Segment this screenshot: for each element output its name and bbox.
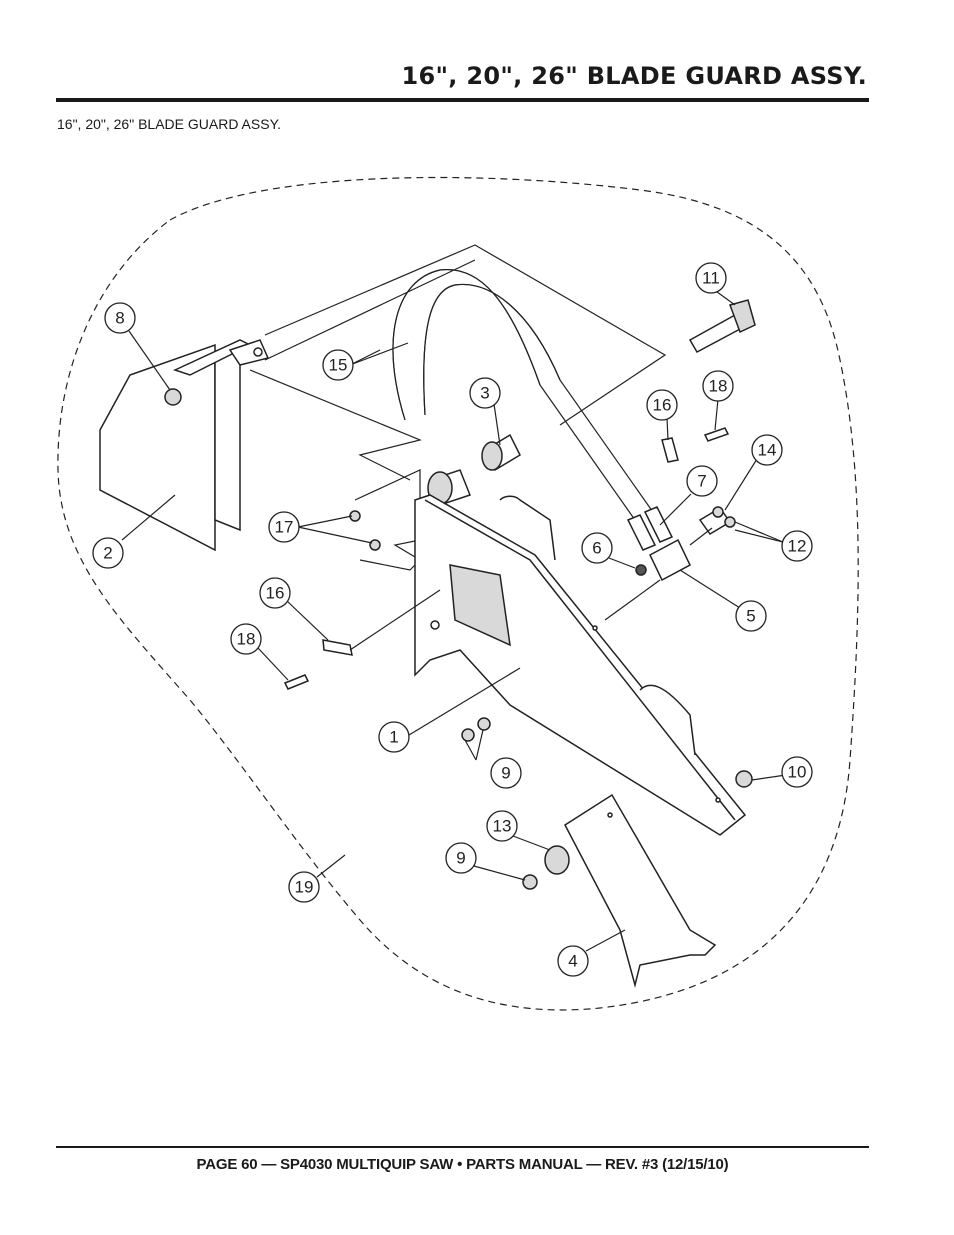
svg-text:9: 9 — [456, 849, 465, 868]
svg-text:19: 19 — [295, 878, 314, 897]
svg-text:8: 8 — [115, 309, 124, 328]
manifold-block-part — [649, 538, 691, 582]
svg-text:12: 12 — [788, 537, 807, 556]
callout-8: 8 — [104, 302, 136, 334]
nut-part-17b — [369, 539, 381, 551]
callout-6: 6 — [581, 532, 613, 564]
washer-part — [544, 845, 570, 875]
svg-text:2: 2 — [103, 544, 112, 563]
blade-guard-main-part — [414, 494, 747, 836]
header-rule — [56, 98, 869, 102]
callout-3: 3 — [469, 377, 501, 409]
callout-17: 17 — [268, 511, 300, 543]
side-plate-part — [99, 339, 252, 552]
handle-tube-part — [392, 268, 561, 421]
callout-5: 5 — [735, 600, 767, 632]
callout-16-lower: 16 — [259, 577, 291, 609]
footer-rule — [56, 1146, 869, 1148]
callout-12: 12 — [781, 530, 813, 562]
spacer-tube-part — [427, 433, 521, 506]
svg-text:9: 9 — [501, 764, 510, 783]
svg-text:1: 1 — [389, 728, 398, 747]
svg-text:7: 7 — [697, 472, 706, 491]
clamp-part-lower — [322, 639, 353, 656]
screw-part-lower — [283, 674, 310, 690]
page-title: 16", 20", 26" BLADE GUARD ASSY. — [401, 62, 867, 90]
svg-text:5: 5 — [746, 607, 755, 626]
svg-text:16: 16 — [653, 396, 672, 415]
svg-text:3: 3 — [480, 384, 489, 403]
svg-text:18: 18 — [709, 377, 728, 396]
page-header: 16", 20", 26" BLADE GUARD ASSY. — [56, 58, 869, 94]
svg-text:6: 6 — [592, 539, 601, 558]
callout-13: 13 — [486, 810, 518, 842]
clamp-part-upper — [661, 437, 679, 463]
coupler-part-b — [643, 506, 674, 543]
svg-text:15: 15 — [329, 356, 348, 375]
svg-text:13: 13 — [493, 817, 512, 836]
callout-19: 19 — [288, 871, 320, 903]
exploded-parts-diagram: 1 2 3 4 5 6 7 8 9 9 10 11 12 13 14 15 16… — [57, 176, 859, 1011]
callout-2: 2 — [92, 537, 124, 569]
svg-text:16: 16 — [266, 584, 285, 603]
callout-14: 14 — [751, 434, 783, 466]
svg-text:11: 11 — [702, 269, 720, 288]
nut-part — [164, 388, 182, 406]
svg-text:10: 10 — [788, 763, 807, 782]
callout-1: 1 — [378, 721, 410, 753]
callout-7: 7 — [686, 465, 718, 497]
svg-text:14: 14 — [758, 441, 777, 460]
diagram-subtitle: 16", 20", 26" BLADE GUARD ASSY. — [57, 116, 281, 132]
set-screw-part — [635, 564, 647, 576]
plug-part — [735, 770, 753, 788]
nut-part-lower — [522, 874, 538, 890]
callout-15: 15 — [322, 349, 354, 381]
svg-text:18: 18 — [237, 630, 256, 649]
page-footer: PAGE 60 — SP4030 MULTIQUIP SAW • PARTS M… — [196, 1156, 729, 1173]
callout-9-upper: 9 — [490, 757, 522, 789]
kit-boundary-outline — [57, 176, 859, 1011]
leader-lines — [121, 288, 787, 952]
screw-part-upper — [703, 427, 730, 442]
assembly-guide-lines — [264, 244, 667, 426]
callout-10: 10 — [781, 756, 813, 788]
bolt-part — [688, 299, 756, 354]
callout-9-lower: 9 — [445, 842, 477, 874]
svg-text:17: 17 — [275, 518, 294, 537]
blade-flap-part — [564, 793, 717, 988]
coupler-part-a — [626, 514, 657, 551]
callout-18-upper: 18 — [702, 370, 734, 402]
callout-18-lower: 18 — [230, 623, 262, 655]
callout-11: 11 — [695, 262, 727, 294]
callout-4: 4 — [557, 945, 589, 977]
svg-text:4: 4 — [568, 952, 577, 971]
callout-16-upper: 16 — [646, 389, 678, 421]
